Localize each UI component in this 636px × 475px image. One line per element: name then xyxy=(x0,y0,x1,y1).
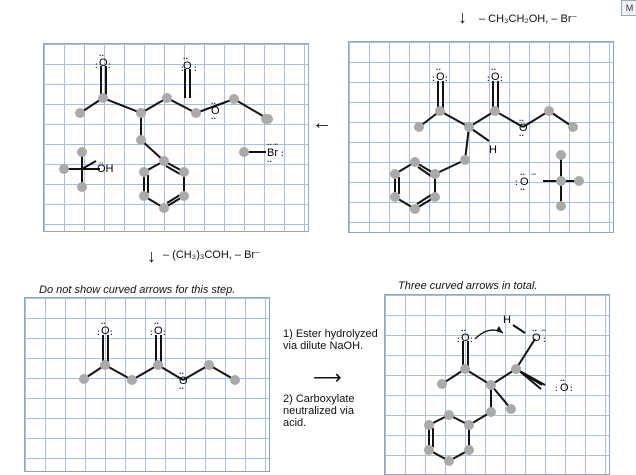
hydrogen-atom: H xyxy=(503,314,511,326)
oxygen-atom: O xyxy=(101,325,110,337)
svg-text:··: ·· xyxy=(436,65,441,74)
molecule-drawing-top-right: O O O H O ····:: ::···· ····: − xyxy=(390,65,584,214)
oxygen-atom: O xyxy=(436,71,445,83)
oxygen-atom: O xyxy=(560,382,569,394)
svg-text:··: ·· xyxy=(267,157,272,166)
hydrogen-atom: H xyxy=(489,144,497,156)
svg-text:··: ·· xyxy=(520,170,525,179)
svg-text::: : xyxy=(108,61,111,70)
svg-text:··: ·· xyxy=(179,384,184,393)
left-arrow-icon: ← xyxy=(312,112,332,134)
hint-three-arrows: Three curved arrows in total. xyxy=(398,280,538,292)
step-1-text: 1) Ester hydrolyzed via dilute NaOH. xyxy=(283,328,378,352)
svg-text:··: ·· xyxy=(211,114,216,123)
svg-text::: : xyxy=(543,335,546,344)
oxygen-atom: O xyxy=(491,71,500,83)
svg-text::: : xyxy=(181,64,184,73)
down-arrow-icon: ↓ xyxy=(147,246,156,266)
svg-text::: : xyxy=(555,384,558,393)
oxygen-atom: O xyxy=(520,176,529,188)
hydroxyl-label: ÖH xyxy=(97,163,114,175)
svg-text:··: ·· xyxy=(211,99,216,108)
bromide-atom: Br xyxy=(267,147,278,159)
oxygen-atom: O xyxy=(211,105,220,117)
svg-text:··: ·· xyxy=(154,319,159,328)
oxygen-atom: O xyxy=(519,122,528,134)
svg-text::: : xyxy=(110,328,113,337)
svg-text::: : xyxy=(470,335,473,344)
svg-text:··: ·· xyxy=(461,326,466,335)
negative-charge: − xyxy=(541,325,546,335)
molecule-panel-bottom-left[interactable]: O O O ····:: ::···· xyxy=(24,297,270,472)
svg-text::: : xyxy=(163,328,166,337)
svg-text::: : xyxy=(487,74,490,83)
reagents-top-label: – CH₃CH₂OH, – Br⁻ xyxy=(479,13,578,25)
svg-text:··: ·· xyxy=(179,369,184,378)
svg-text:··: ·· xyxy=(519,131,524,140)
svg-text::: : xyxy=(281,149,284,158)
svg-text::: : xyxy=(570,384,573,393)
svg-text::: : xyxy=(194,64,197,73)
svg-text::: : xyxy=(457,335,460,344)
down-arrow-icon: ↓ xyxy=(458,7,467,27)
reagents-middle-label: – (CH₃)₃COH, – Br⁻ xyxy=(163,249,261,261)
oxygen-atom: O xyxy=(99,57,108,69)
molecule-panel-bottom-right[interactable]: O H O O ··:: ··: ··:: − xyxy=(384,294,610,475)
oxygen-atom: O xyxy=(183,60,192,72)
molecule-drawing-top-left: O O O ÖH Br ········ :::: ····: − xyxy=(59,51,284,213)
negative-charge: − xyxy=(531,169,536,179)
oxygen-atom: O xyxy=(179,375,188,387)
svg-text::: : xyxy=(515,178,518,187)
svg-text:··: ·· xyxy=(560,376,565,385)
molecule-drawing-bottom-right: O H O O ··:: ··: ··:: − xyxy=(424,314,573,466)
molecule-panel-top-left[interactable]: O O O ÖH Br ········ :::: ····: − xyxy=(43,43,309,232)
right-arrow-icon: ⟶ xyxy=(313,367,342,389)
molecule-drawing-bottom-left: O O O ····:: ::···· xyxy=(79,319,240,393)
svg-text:··: ·· xyxy=(519,116,524,125)
svg-text::: : xyxy=(95,61,98,70)
svg-text::: : xyxy=(432,74,435,83)
svg-text:··: ·· xyxy=(101,319,106,328)
svg-text:··: ·· xyxy=(491,65,496,74)
svg-text:··: ·· xyxy=(99,51,104,60)
molecule-panel-top-right[interactable]: O O O H O ····:: ::···· ····: − xyxy=(348,41,614,233)
svg-text::: : xyxy=(97,328,100,337)
oxygen-atom: O xyxy=(532,332,541,344)
svg-text::: : xyxy=(500,74,503,83)
svg-text::: : xyxy=(150,328,153,337)
svg-text:··: ·· xyxy=(183,54,188,63)
corner-menu-button[interactable]: M xyxy=(621,0,636,16)
svg-text:··: ·· xyxy=(267,140,272,149)
step-2-text: 2) Carboxylate neutralized via acid. xyxy=(283,393,355,429)
oxygen-atom: O xyxy=(154,325,163,337)
svg-text:··: ·· xyxy=(520,185,525,194)
oxygen-atom: O xyxy=(461,332,470,344)
svg-text:··: ·· xyxy=(532,326,537,335)
svg-text::: : xyxy=(445,74,448,83)
hint-no-arrows: Do not show curved arrows for this step. xyxy=(39,284,236,296)
negative-charge: − xyxy=(273,139,278,149)
